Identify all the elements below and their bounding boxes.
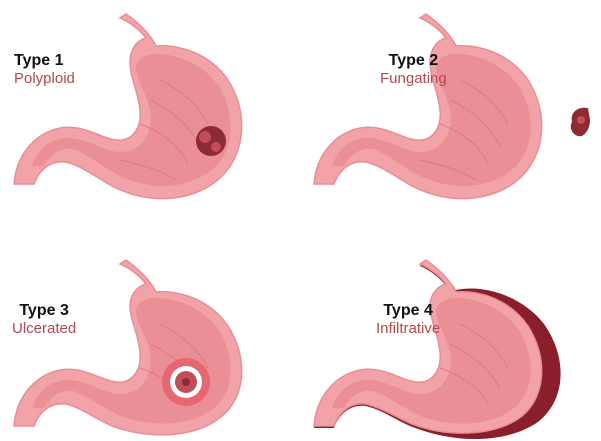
panel-type-3: Type 3 Ulcerated [0, 220, 300, 440]
ulcer-lesion [162, 358, 210, 406]
type-title: Type 1 [14, 52, 75, 70]
stomach-shape [14, 14, 242, 199]
polyp-lesion [196, 126, 226, 156]
stomach-shape [14, 260, 242, 435]
stomach-illustration-type-4 [300, 220, 600, 440]
panel-type-1: Type 1 Polyploid [0, 0, 300, 220]
stomach-shape [314, 260, 561, 439]
stomach-shape [314, 14, 542, 199]
type-subtitle: Fungating [380, 70, 447, 87]
type-title: Type 2 [380, 52, 447, 70]
stomach-illustration-type-2 [300, 0, 600, 220]
type-label-block: Type 3 Ulcerated [12, 302, 76, 338]
stomach-illustration-type-1 [0, 0, 300, 220]
type-subtitle: Infiltrative [376, 320, 440, 337]
type-title: Type 4 [376, 302, 440, 320]
type-label-block: Type 2 Fungating [380, 52, 447, 88]
panel-type-4: Type 4 Infiltrative [300, 220, 600, 440]
type-subtitle: Polyploid [14, 70, 75, 87]
type-title: Type 3 [12, 302, 76, 320]
panel-type-2: Type 2 Fungating [300, 0, 600, 220]
type-label-block: Type 1 Polyploid [14, 52, 75, 88]
fungating-lesion [571, 108, 590, 137]
type-subtitle: Ulcerated [12, 320, 76, 337]
type-label-block: Type 4 Infiltrative [376, 302, 440, 338]
